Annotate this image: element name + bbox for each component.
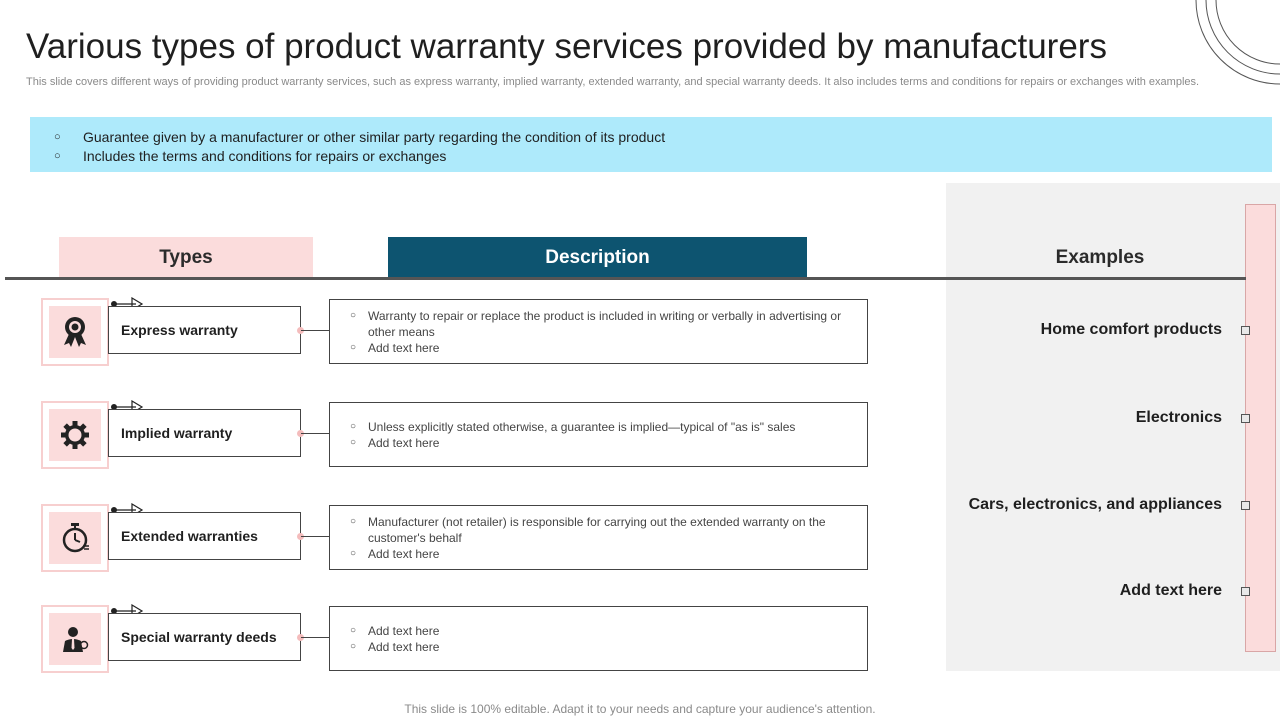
example-marker: [1241, 587, 1250, 596]
header-divider: [5, 277, 1246, 280]
definition-item: ○ Includes the terms and conditions for …: [54, 146, 1272, 165]
description-text: Warranty to repair or replace the produc…: [368, 308, 842, 339]
definition-text: Includes the terms and conditions for re…: [83, 147, 447, 164]
icon-frame: [41, 504, 109, 572]
stopwatch-icon: [62, 523, 89, 553]
icon-frame: [41, 298, 109, 366]
description-item: ○ Add text here: [350, 340, 440, 355]
connector-line: [301, 433, 330, 434]
example-marker: [1241, 414, 1250, 423]
example-label: Add text here: [1119, 582, 1222, 599]
type-label: Extended warranties: [108, 512, 301, 560]
award-ribbon-icon: [64, 317, 86, 347]
warranty-row-express: Express warranty ○ Warranty to repair or…: [0, 296, 880, 376]
gear-icon: [61, 421, 89, 449]
description-box: ○ Unless explicitly stated otherwise, a …: [329, 402, 868, 467]
example-marker: [1241, 326, 1250, 335]
example-label: Cars, electronics, and appliances: [968, 496, 1222, 513]
page-title: Various types of product warranty servic…: [26, 27, 1107, 66]
definition-box: ○ Guarantee given by a manufacturer or o…: [30, 117, 1272, 172]
description-box: ○ Manufacturer (not retailer) is respons…: [329, 505, 868, 570]
description-text: Add text here: [368, 623, 440, 638]
example-label: Home comfort products: [1040, 321, 1222, 338]
type-label: Express warranty: [108, 306, 301, 354]
description-item: ○ Add text here: [350, 435, 440, 450]
description-text: Manufacturer (not retailer) is responsib…: [368, 514, 826, 545]
definition-text: Guarantee given by a manufacturer or oth…: [83, 128, 666, 145]
bullet-icon: ○: [54, 130, 61, 143]
description-text: Add text here: [368, 435, 440, 450]
description-box: ○ Add text here ○ Add text here: [329, 606, 868, 671]
type-label: Special warranty deeds: [108, 613, 301, 661]
description-item: ○ Add text here: [350, 546, 440, 561]
page-subtitle: This slide covers different ways of prov…: [26, 76, 1200, 88]
connector-dot: [297, 430, 304, 437]
description-item: ○ Add text here: [350, 639, 440, 654]
description-item: ○ Warranty to repair or replace the prod…: [350, 308, 842, 339]
examples-header: Examples: [1055, 246, 1145, 268]
description-text: Unless explicitly stated otherwise, a gu…: [368, 419, 796, 434]
warranty-row-extended: Extended warranties ○ Manufacturer (not …: [0, 502, 880, 582]
description-text: Add text here: [368, 546, 440, 561]
description-item: ○ Unless explicitly stated otherwise, a …: [350, 419, 796, 434]
connector-line: [301, 536, 330, 537]
description-text: Add text here: [368, 639, 440, 654]
icon-frame: [41, 605, 109, 673]
bullet-icon: ○: [54, 149, 61, 162]
footer-note: This slide is 100% editable. Adapt it to…: [404, 702, 876, 716]
description-item: ○ Add text here: [350, 623, 440, 638]
connector-line: [301, 330, 330, 331]
description-header: Description: [388, 237, 807, 278]
icon-frame: [41, 401, 109, 469]
type-label: Implied warranty: [108, 409, 301, 457]
types-header: Types: [59, 237, 313, 278]
warranty-row-implied: Implied warranty ○ Unless explicitly sta…: [0, 399, 880, 479]
example-marker: [1241, 501, 1250, 510]
connector-dot: [297, 634, 304, 641]
warranty-row-special-deeds: Special warranty deeds ○ Add text here ○…: [0, 603, 880, 683]
connector-dot: [297, 327, 304, 334]
example-label: Electronics: [1135, 409, 1222, 426]
description-item: ○ Manufacturer (not retailer) is respons…: [350, 514, 843, 546]
description-box: ○ Warranty to repair or replace the prod…: [329, 299, 868, 364]
examples-panel: [946, 183, 1280, 671]
description-text: Add text here: [368, 340, 440, 355]
connector-line: [301, 637, 330, 638]
connector-dot: [297, 533, 304, 540]
examples-accent-bar: [1245, 204, 1276, 652]
businessman-icon: [63, 627, 89, 652]
definition-item: ○ Guarantee given by a manufacturer or o…: [54, 127, 1272, 146]
